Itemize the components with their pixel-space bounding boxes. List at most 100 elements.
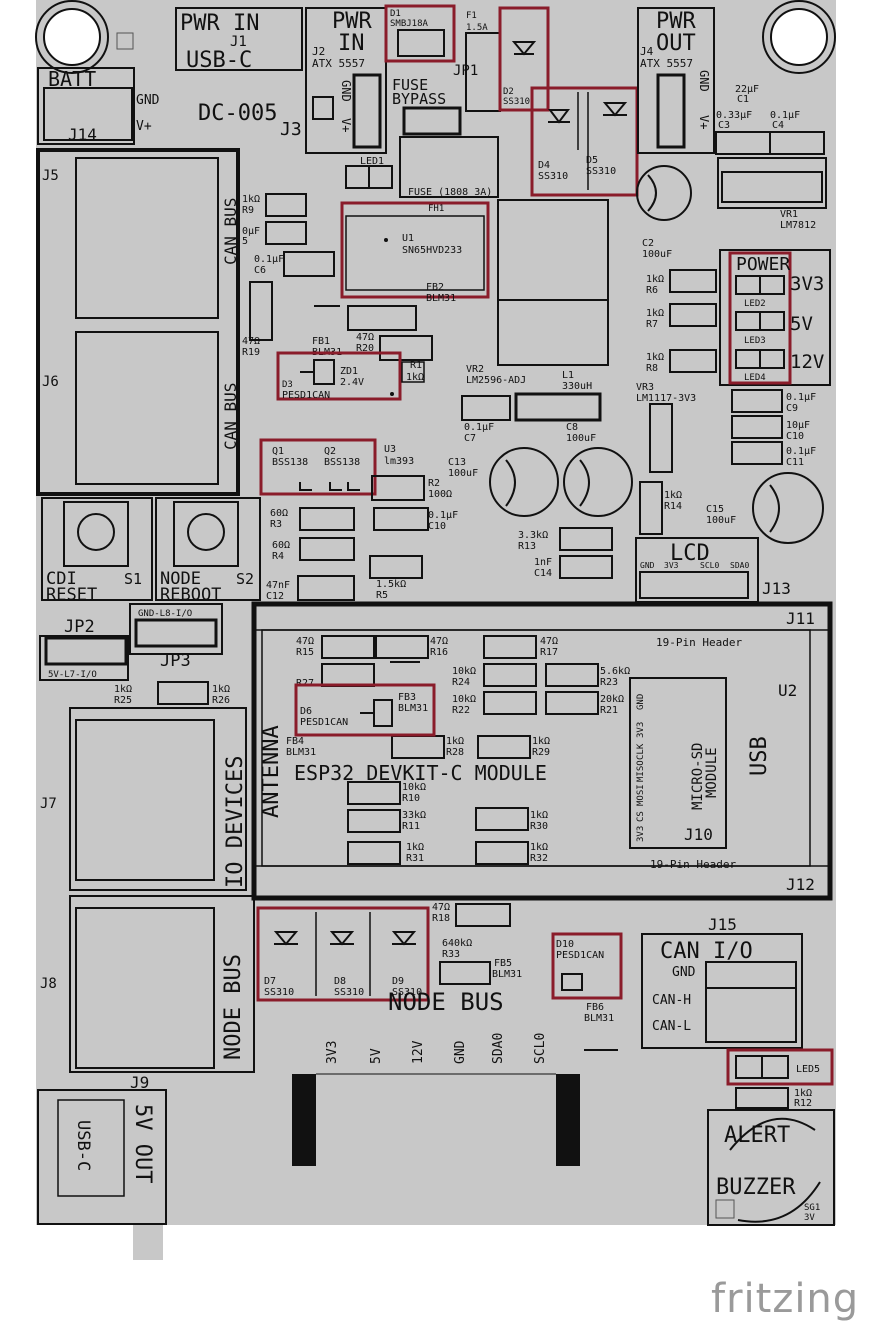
batt-header: BATT GND V+ J14 (37, 67, 160, 145)
svg-text:47Ω: 47Ω (296, 636, 314, 647)
d10-protection: D10 PESD1CAN FB6 BLM31 (551, 932, 623, 1051)
mid-passives: 60Ω R3 0.1µF C10 60Ω R4 1.5kΩ R5 47nF C1… (266, 507, 458, 602)
svg-text:FUSE (1808 3A): FUSE (1808 3A) (408, 187, 492, 198)
svg-text:J11: J11 (786, 609, 815, 628)
svg-text:SS310: SS310 (392, 987, 422, 998)
button-s1-cdi-reset[interactable]: CDI RESET S1 (41, 497, 153, 605)
svg-text:V+: V+ (697, 115, 711, 129)
jumper-jp2[interactable]: JP2 5V-L7-I/O (39, 617, 129, 681)
svg-text:1kΩ: 1kΩ (446, 736, 464, 747)
svg-text:VR3: VR3 (636, 382, 654, 393)
svg-text:LM1117-3V3: LM1117-3V3 (636, 393, 696, 404)
svg-text:R16: R16 (430, 647, 448, 658)
u3-comparator: U3 lm393 R2 100Ω (371, 444, 452, 501)
svg-text:D10: D10 (556, 939, 574, 950)
svg-text:J10: J10 (684, 825, 713, 844)
esp32-module: ANTENNA ESP32 DEVKIT-C MODULE USB U2 J11… (251, 601, 833, 901)
svg-text:PWR: PWR (332, 9, 372, 34)
svg-text:R7: R7 (646, 319, 658, 330)
svg-text:C10: C10 (428, 521, 446, 532)
svg-text:SDA0: SDA0 (730, 561, 749, 570)
svg-text:MODULE: MODULE (704, 747, 720, 798)
svg-text:5.6kΩ: 5.6kΩ (600, 666, 630, 677)
left-passives: 1kΩ R9 0µF 5 0.1µF C6 47Ω R19 (242, 193, 335, 358)
svg-text:USB-C: USB-C (73, 1120, 93, 1171)
svg-text:100uF: 100uF (448, 468, 478, 479)
svg-text:U1: U1 (402, 233, 414, 244)
svg-text:10µF: 10µF (786, 420, 810, 431)
svg-text:100uF: 100uF (706, 515, 736, 526)
micro-sd-module: MICRO-SD MODULE J10 GND 3V3 CLK MISO MOS… (629, 677, 727, 849)
svg-text:C8: C8 (566, 422, 578, 433)
svg-text:GND-L8-I/O: GND-L8-I/O (138, 609, 192, 619)
jumper-jp3[interactable]: GND-L8-I/O JP3 (129, 603, 223, 671)
button-s2-node-reboot[interactable]: NODE REBOOT S2 (155, 497, 261, 605)
svg-text:12V: 12V (790, 351, 824, 373)
svg-text:100Ω: 100Ω (428, 489, 452, 500)
svg-text:0.1µF: 0.1µF (254, 254, 284, 265)
svg-text:GND: GND (636, 694, 646, 710)
svg-text:FH1: FH1 (428, 204, 444, 214)
svg-text:PESD1CAN: PESD1CAN (556, 950, 604, 961)
svg-text:NODE BUS: NODE BUS (388, 988, 504, 1016)
svg-text:ZD1: ZD1 (340, 366, 358, 377)
svg-text:47Ω: 47Ω (430, 636, 448, 647)
svg-text:SCL0: SCL0 (700, 561, 719, 570)
io-devices-connector: J7 IO DEVICES (40, 707, 248, 891)
svg-text:GND: GND (640, 561, 655, 570)
svg-text:C4: C4 (772, 120, 784, 131)
svg-text:640kΩ: 640kΩ (442, 938, 472, 949)
svg-text:BUZZER: BUZZER (716, 1175, 796, 1200)
svg-text:D7: D7 (264, 976, 276, 987)
svg-text:47nF: 47nF (266, 580, 290, 591)
svg-text:ATX 5557: ATX 5557 (312, 57, 365, 70)
svg-text:1kΩ: 1kΩ (646, 308, 664, 319)
svg-text:L1: L1 (562, 370, 574, 381)
fuse-block: F1 1.5A JP1 FUSE BYPASS FUSE (1808 3A) (392, 11, 501, 198)
lcd-header: LCD GND 3V3 SCL0 SDA0 J13 (635, 537, 791, 603)
svg-text:U3: U3 (384, 444, 396, 455)
svg-text:D3: D3 (282, 380, 293, 390)
svg-text:0.1µF: 0.1µF (786, 392, 816, 403)
svg-text:D8: D8 (334, 976, 346, 987)
can-io-connector: J15 CAN I/O GND CAN-H CAN-L (641, 915, 803, 1049)
svg-text:VR2: VR2 (466, 364, 484, 375)
svg-text:PWR IN: PWR IN (180, 11, 259, 36)
svg-text:U2: U2 (778, 681, 797, 700)
r13-c14-r14: 3.3kΩ R13 1nF C14 1kΩ R14 (518, 481, 682, 579)
svg-text:CAN BUS: CAN BUS (221, 383, 240, 450)
svg-text:1kΩ: 1kΩ (406, 842, 424, 853)
svg-text:R19: R19 (242, 347, 260, 358)
svg-text:1nF: 1nF (534, 557, 552, 568)
svg-text:J12: J12 (786, 875, 815, 894)
svg-text:33kΩ: 33kΩ (402, 810, 426, 821)
svg-text:5V OUT: 5V OUT (130, 1104, 155, 1183)
d7-d8-d9-diodes: D7 SS310 D8 SS310 D9 SS310 (256, 906, 430, 1002)
svg-text:SS310: SS310 (586, 166, 616, 177)
svg-text:R32: R32 (530, 853, 548, 864)
svg-text:D4: D4 (538, 160, 550, 171)
svg-text:SDA0: SDA0 (491, 1033, 506, 1064)
svg-text:LED2: LED2 (744, 299, 766, 309)
svg-text:USB: USB (747, 736, 772, 776)
svg-text:100uF: 100uF (642, 249, 672, 260)
svg-text:SMBJ18A: SMBJ18A (390, 19, 429, 29)
svg-text:0.1µF: 0.1µF (770, 110, 800, 121)
svg-text:10kΩ: 10kΩ (452, 666, 476, 677)
svg-text:BLM31: BLM31 (492, 969, 522, 980)
svg-text:BLM31: BLM31 (286, 747, 316, 758)
caps-c9-c11: 0.1µF C9 10µF C10 0.1µF C11 (731, 389, 816, 468)
svg-text:JP1: JP1 (453, 63, 478, 79)
svg-text:J9: J9 (130, 1073, 149, 1092)
svg-text:NODE BUS: NODE BUS (221, 954, 246, 1060)
svg-text:LM7812: LM7812 (780, 220, 816, 231)
svg-text:CAN BUS: CAN BUS (221, 198, 240, 265)
d6-protection: D6 PESD1CAN FB3 BLM31 (294, 683, 436, 737)
svg-text:V+: V+ (339, 118, 353, 132)
svg-text:C2: C2 (642, 238, 654, 249)
pwr-out-atx-header: PWR OUT J4 ATX 5557 GND V+ (637, 7, 715, 154)
svg-text:D2: D2 (503, 87, 514, 97)
svg-text:CAN I/O: CAN I/O (660, 939, 753, 964)
q1-q2-mosfets: Q1 BSS138 Q2 BSS138 (259, 438, 377, 496)
svg-text:R24: R24 (452, 677, 470, 688)
